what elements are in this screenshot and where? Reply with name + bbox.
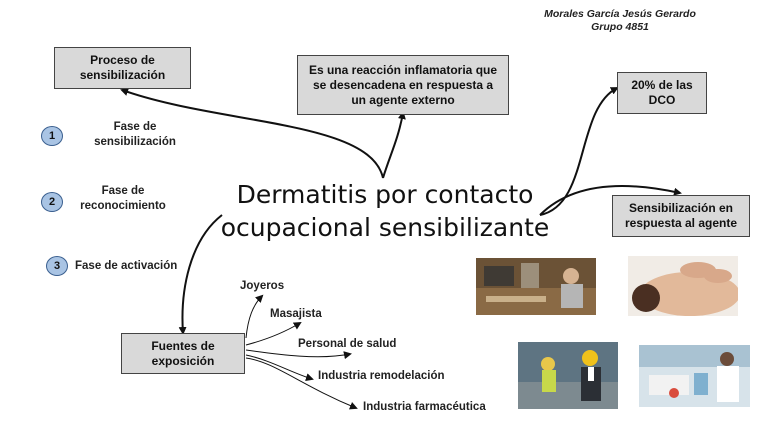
percent-box-line2: DCO bbox=[648, 93, 676, 107]
phase-1-line1: Fase de bbox=[113, 121, 157, 133]
sensitization-box-line1: Sensibilización en bbox=[628, 201, 734, 215]
definition-box-line1: Es una reacción inflamatoria que bbox=[308, 62, 498, 77]
definition-box-line3: un agente externo bbox=[351, 92, 455, 107]
phase-2-line2: reconocimiento bbox=[80, 200, 166, 212]
source-remodelacion: Industria remodelación bbox=[318, 370, 445, 382]
arrow-to-process bbox=[120, 88, 384, 179]
jeweler-workshop-photo bbox=[476, 258, 596, 315]
sources-box-line2: exposición bbox=[151, 353, 215, 368]
arrow-to-masajista bbox=[245, 321, 302, 346]
author-name: Morales García Jesús Gerardo bbox=[544, 8, 696, 20]
definition-box-line2: se desencadena en respuesta a bbox=[312, 77, 494, 92]
main-title: Dermatitis por contacto ocupacional sens… bbox=[215, 178, 555, 244]
pharma-lab-photo bbox=[639, 345, 750, 407]
phase-1-badge: 1 bbox=[41, 126, 63, 146]
definition-box: Es una reacción inflamatoria que se dese… bbox=[297, 55, 509, 115]
arrow-to-definition bbox=[382, 111, 406, 179]
arrow-to-remodelacion bbox=[245, 354, 314, 381]
process-box-line2: sensibilización bbox=[79, 68, 166, 82]
main-title-line2: ocupacional sensibilizante bbox=[220, 213, 550, 242]
source-joyeros: Joyeros bbox=[240, 280, 285, 292]
process-box: Proceso de sensibilización bbox=[54, 47, 191, 89]
arrow-to-farmaceutica bbox=[245, 357, 358, 410]
arrow-to-sensitization bbox=[539, 184, 682, 216]
phase-1-label: Fase de sensibilización bbox=[80, 120, 190, 150]
process-box-line1: Proceso de bbox=[90, 53, 155, 67]
phase-2-badge: 2 bbox=[41, 192, 63, 212]
arrow-to-personal-salud bbox=[245, 349, 352, 360]
group-label: Grupo 4851 bbox=[591, 21, 649, 33]
percent-box-line1: 20% de las bbox=[631, 78, 693, 92]
sensitization-box: Sensibilización en respuesta al agente bbox=[612, 195, 750, 237]
phase-3-label: Fase de activación bbox=[75, 259, 185, 274]
percent-box: 20% de las DCO bbox=[617, 72, 707, 114]
source-personal-salud: Personal de salud bbox=[298, 338, 397, 350]
sources-box-line1: Fuentes de bbox=[151, 338, 215, 353]
source-masajista: Masajista bbox=[270, 308, 322, 320]
source-farmaceutica: Industria farmacéutica bbox=[363, 401, 486, 413]
phase-3-line1: Fase de activación bbox=[75, 260, 178, 272]
arrow-to-percent bbox=[539, 87, 619, 216]
arrow-to-sources bbox=[178, 214, 223, 335]
sources-box: Fuentes de exposición bbox=[121, 333, 245, 374]
arrow-to-joyeros bbox=[245, 294, 264, 339]
phase-3-badge: 3 bbox=[46, 256, 68, 276]
author-credit: Morales García Jesús Gerardo Grupo 4851 bbox=[520, 8, 720, 34]
main-title-line1: Dermatitis por contacto bbox=[236, 180, 534, 209]
phase-2-label: Fase de reconocimiento bbox=[68, 184, 178, 214]
construction-workers-photo bbox=[518, 342, 618, 409]
massage-photo bbox=[628, 256, 738, 316]
phase-2-line1: Fase de bbox=[101, 185, 145, 197]
sensitization-box-line2: respuesta al agente bbox=[624, 216, 738, 230]
phase-1-line2: sensibilización bbox=[94, 136, 176, 148]
